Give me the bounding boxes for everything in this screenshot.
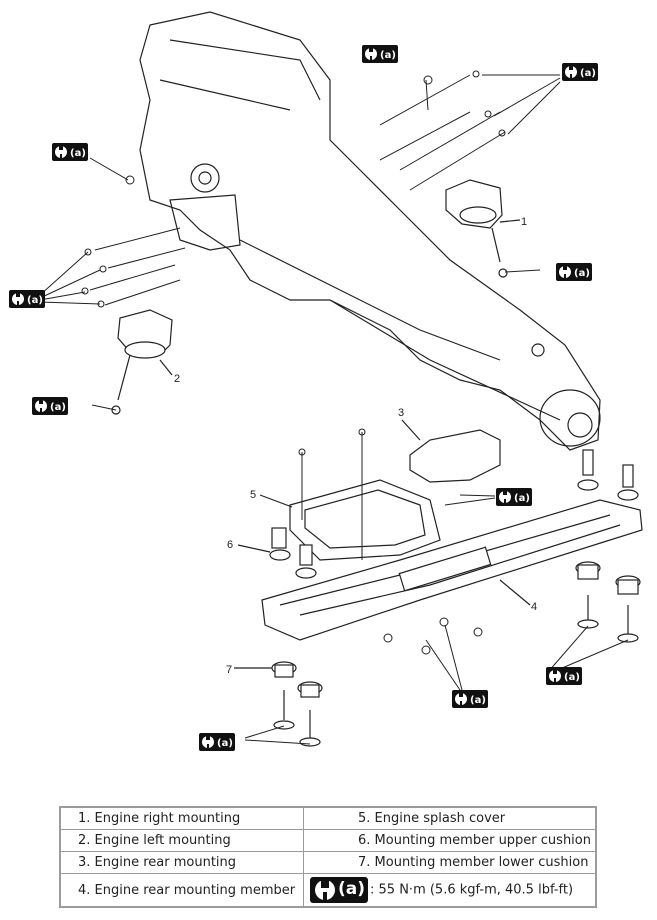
legend-row: 3. Engine rear mounting 7. Mounting memb… (59, 851, 597, 874)
mounting-member-cushions (234, 449, 641, 747)
torque-spec-cell: (a): 55 N·m (5.6 kgf-m, 40.5 lbf-ft) (303, 873, 597, 908)
engine-splash-cover (259, 479, 441, 561)
torque-badge-left (9, 290, 45, 308)
engine-rear-mounting (401, 419, 501, 483)
torque-key-colon: : (370, 882, 375, 898)
engine-right-mounting (445, 179, 521, 278)
legend-item-7: 7. Mounting member lower cushion (303, 851, 597, 874)
torque-badge-member-bottom (452, 690, 488, 708)
callout-5: 5 (250, 489, 256, 501)
legend-item-6: 6. Mounting member upper cushion (303, 829, 597, 852)
torque-spec-value: 55 N·m (5.6 kgf-m, 40.5 lbf-ft) (378, 882, 574, 898)
torque-badge-right-mount (556, 263, 592, 281)
torque-badge-left-mount (32, 397, 68, 415)
torque-badge-member-right (546, 667, 582, 685)
fastener-bolts (39, 70, 629, 745)
legend-item-5: 5. Engine splash cover (303, 806, 597, 830)
torque-badge-rear (496, 488, 532, 506)
callout-2: 2 (174, 373, 180, 385)
parts-legend-table: 1. Engine right mounting 5. Engine splas… (59, 806, 597, 908)
legend-row: 1. Engine right mounting 5. Engine splas… (59, 806, 597, 830)
callout-1: 1 (521, 216, 527, 228)
engine-transmission-assembly (139, 11, 601, 451)
callout-6: 6 (227, 539, 233, 551)
legend-row: 4. Engine rear mounting member (a): 55 N… (59, 873, 597, 908)
engine-left-mounting (111, 309, 173, 415)
engine-rear-mounting-member (261, 499, 643, 641)
legend-item-2: 2. Engine left mounting (59, 829, 304, 852)
exploded-parts-diagram: (a) (9, 11, 643, 751)
torque-badge-top-right (562, 63, 598, 81)
callout-3: 3 (398, 407, 404, 419)
legend-item-3: 3. Engine rear mounting (59, 851, 304, 874)
torque-badge-upper-left (52, 143, 88, 161)
callout-7: 7 (226, 664, 232, 676)
legend-row: 2. Engine left mounting 6. Mounting memb… (59, 829, 597, 852)
wrench-icon: (a) (310, 877, 368, 903)
callout-4: 4 (531, 601, 537, 613)
torque-key-label: (a) (338, 879, 366, 899)
torque-badge-bottom-left (199, 733, 235, 751)
legend-item-1: 1. Engine right mounting (59, 806, 304, 830)
torque-badge-top (362, 45, 398, 63)
legend-item-4: 4. Engine rear mounting member (59, 873, 304, 908)
